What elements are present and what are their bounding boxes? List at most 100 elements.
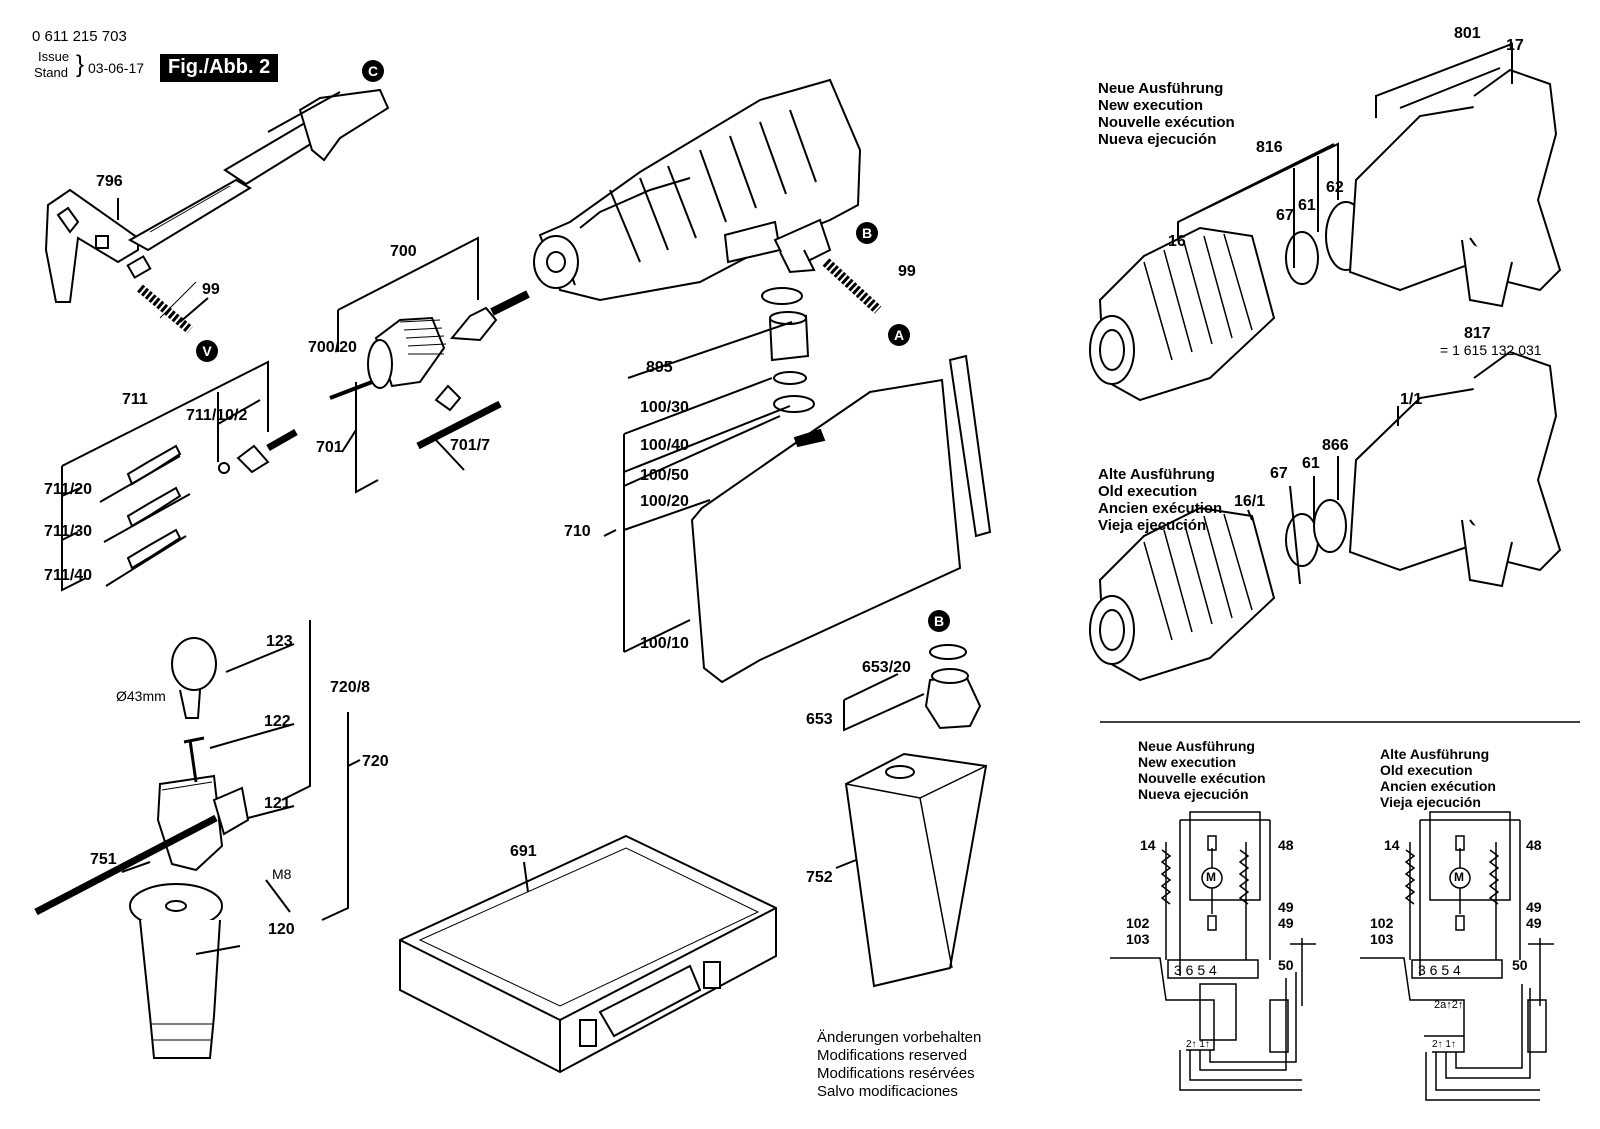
- stand-label: Stand: [34, 65, 68, 80]
- modification-notes: Änderungen vorbehalten Modifications res…: [817, 1029, 981, 1101]
- wiring-diagram-new: [1110, 811, 1316, 1091]
- depth-stop-drawing: [44, 88, 390, 334]
- issue-brace: }: [76, 51, 85, 78]
- drill-chuck-drawing: [329, 290, 530, 450]
- side-handle-drawing: [34, 637, 250, 1059]
- part-100-10: 100/10: [640, 635, 689, 652]
- part-711-30: 711/30: [44, 523, 93, 540]
- part-701-7: 701/7: [450, 437, 491, 454]
- part-100-30: 100/30: [640, 399, 689, 416]
- note-fr: Modifications resérvées: [817, 1065, 975, 1082]
- new-execution-de: Neue Ausführung: [1098, 80, 1224, 97]
- wiring-new-title-es: Nueva ejecución: [1138, 786, 1249, 802]
- protective-cloth-drawing: [690, 354, 992, 684]
- part-700-20: 700/20: [308, 339, 357, 356]
- part-61-new: 61: [1298, 197, 1316, 214]
- part-121: 121: [264, 795, 291, 812]
- part-653-20: 653/20: [862, 659, 911, 676]
- spring-99-drawing: [822, 258, 882, 314]
- old-execution-drawing: [1089, 350, 1562, 682]
- wiring-new-title-en: New execution: [1138, 754, 1237, 770]
- new-execution-drawing: [1089, 68, 1562, 402]
- leader-lines: [61, 42, 1513, 955]
- figure-label: Fig./Abb. 2: [160, 54, 279, 82]
- wiring-new-title-fr: Nouvelle exécution: [1138, 770, 1266, 786]
- carrying-case-drawing: [399, 834, 777, 1074]
- part-700: 700: [390, 243, 417, 260]
- part-16: 16: [1168, 233, 1186, 250]
- note-es: Salvo modificaciones: [817, 1083, 958, 1100]
- wn-103: 103: [1126, 931, 1150, 947]
- part-100-40: 100/40: [640, 437, 689, 454]
- wn-motor: M: [1206, 870, 1216, 884]
- part-816: 816: [1256, 139, 1283, 156]
- diameter-43mm: Ø43mm: [116, 688, 166, 704]
- old-execution-en: Old execution: [1098, 483, 1198, 500]
- wn-terminals: 3 6 5 4: [1174, 962, 1217, 978]
- wiring-old-title-fr: Ancien exécution: [1380, 778, 1496, 794]
- wn-14: 14: [1140, 837, 1156, 853]
- wo-50: 50: [1512, 957, 1528, 973]
- old-execution-note: Alte Ausführung Old execution Ancien exé…: [1098, 466, 1222, 534]
- part-99-right: 99: [898, 263, 916, 280]
- wiring-old-title: Alte Ausführung Old execution Ancien exé…: [1380, 746, 1496, 810]
- wn-49a: 49: [1278, 899, 1294, 915]
- part-895: 895: [646, 359, 673, 376]
- part-122: 122: [264, 713, 291, 730]
- part-752: 752: [806, 869, 833, 886]
- part-1-1: 1/1: [1400, 391, 1423, 408]
- wo-motor: M: [1454, 870, 1464, 884]
- old-execution-de: Alte Ausführung: [1098, 466, 1215, 483]
- issue-date: 03-06-17: [88, 60, 145, 76]
- part-711-10-2: 711/10/2: [186, 407, 248, 424]
- wiring-old-title-es: Vieja ejecución: [1380, 794, 1481, 810]
- new-execution-note: Neue Ausführung New execution Nouvelle e…: [1098, 80, 1235, 148]
- part-866: 866: [1322, 437, 1349, 454]
- wn-switch-21: 2↑ 1↑: [1186, 1039, 1210, 1050]
- old-execution-fr: Ancien exécution: [1098, 500, 1223, 517]
- part-67-old: 67: [1270, 465, 1288, 482]
- note-de: Änderungen vorbehalten: [817, 1029, 982, 1046]
- marker-v: V: [196, 340, 218, 362]
- issue-label: Issue: [38, 49, 70, 64]
- part-711-20: 711/20: [44, 481, 93, 498]
- wn-102: 102: [1126, 915, 1150, 931]
- wo-103: 103: [1370, 931, 1394, 947]
- part-796: 796: [96, 173, 123, 190]
- seals-drawing: [761, 287, 815, 413]
- new-execution-es: Nueva ejecución: [1098, 131, 1217, 148]
- part-720: 720: [362, 753, 389, 770]
- part-801: 801: [1454, 25, 1481, 42]
- wn-49b: 49: [1278, 915, 1294, 931]
- old-execution-es: Vieja ejecución: [1098, 517, 1207, 534]
- wo-switch-21: 2↑ 1↑: [1432, 1039, 1456, 1050]
- part-691: 691: [510, 843, 537, 860]
- wo-terminals: 3 6 5 4: [1418, 962, 1461, 978]
- part-817-number: = 1 615 132 031: [1440, 342, 1542, 358]
- part-120: 120: [268, 921, 295, 938]
- wo-102: 102: [1370, 915, 1394, 931]
- wo-14: 14: [1384, 837, 1400, 853]
- wo-49b: 49: [1526, 915, 1542, 931]
- marker-c: C: [362, 60, 384, 82]
- part-751: 751: [90, 851, 117, 868]
- part-number: 0 611 215 703: [32, 28, 127, 45]
- part-720-8: 720/8: [330, 679, 371, 696]
- marker-b-top: B: [856, 222, 878, 244]
- part-61-old: 61: [1302, 455, 1320, 472]
- part-710: 710: [564, 523, 591, 540]
- note-en: Modifications reserved: [817, 1047, 968, 1064]
- thread-m8: M8: [272, 866, 292, 882]
- part-100-20: 100/20: [640, 493, 689, 510]
- part-701: 701: [316, 439, 343, 456]
- part-817: 817: [1464, 325, 1491, 342]
- wiring-diagram-old: [1360, 811, 1554, 1101]
- part-99-left: 99: [202, 281, 220, 298]
- dust-cone-drawing: [844, 752, 988, 988]
- part-16-1: 16/1: [1234, 493, 1266, 510]
- part-653: 653: [806, 711, 833, 728]
- hammer-drill-body-drawing: [533, 78, 862, 302]
- wn-48: 48: [1278, 837, 1294, 853]
- wiring-new-title-de: Neue Ausführung: [1138, 738, 1255, 754]
- wiring-old-title-en: Old execution: [1380, 762, 1473, 778]
